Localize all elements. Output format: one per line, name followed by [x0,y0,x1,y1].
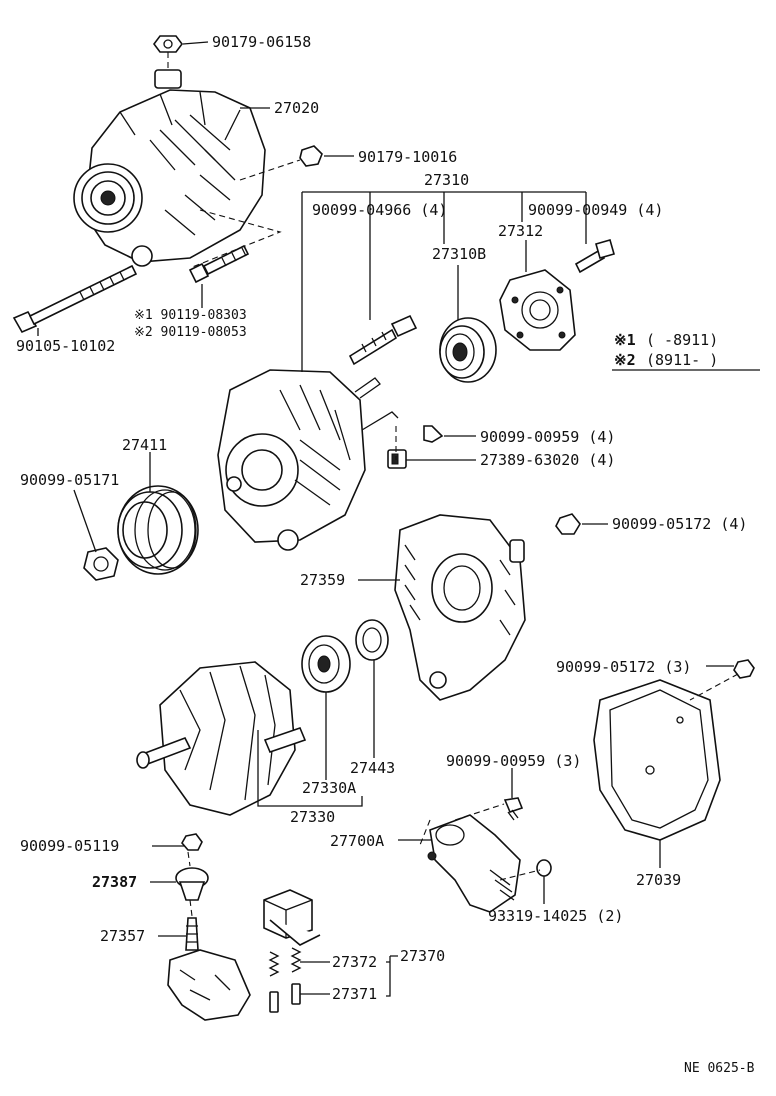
label-27357: 27357 [100,927,145,945]
nut-90179-06158 [153,35,183,53]
legend-note1-mark: ※1 [614,331,636,349]
rear-cover-27039 [593,679,721,841]
rotor-27330 [136,661,307,816]
nut-90179-10016 [299,145,323,167]
label-90099-05172-4: 90099-05172 (4) [612,515,747,533]
label-27359: 27359 [300,571,345,589]
nut-90099-05172-3 [733,659,755,679]
nut-90099-05171 [83,547,119,581]
label-90119-08303: ※1 90119-08303 [134,308,247,323]
brushes-27371 [269,983,301,1013]
bearing-27310B [439,317,497,383]
label-90119-08053: ※2 90119-08053 [134,325,247,340]
label-90099-05172-3: 90099-05172 (3) [556,658,691,676]
figure-code: NE 0625-B [684,1061,755,1076]
label-27330: 27330 [290,808,335,826]
screw-90099-00959-4 [423,425,444,443]
label-27330A: 27330A [302,779,356,797]
label-90099-00959-4: 90099-00959 (4) [480,428,615,446]
label-90099-00949: 90099-00949 (4) [528,201,663,219]
cover-27443 [355,619,389,661]
date-legend: ※1 ( -8911) ※2 (8911- ) [614,331,718,369]
label-27372: 27372 [332,953,377,971]
legend-note2-range: (8911- ) [646,351,718,369]
label-90099-05119: 90099-05119 [20,837,119,855]
label-27310B: 27310B [432,245,486,263]
stud-bolt-90099-04966 [348,314,418,366]
leader-lines [37,41,760,997]
label-27312: 27312 [498,222,543,240]
label-27039: 27039 [636,871,681,889]
bolt-90105-10102 [12,264,138,334]
drive-end-frame [217,369,399,551]
springs-27372 [268,947,302,977]
rectifier-holder-27357 [167,917,251,1021]
legend-note2-mark: ※2 [614,351,636,369]
label-27387: 27387 [92,873,137,891]
label-27700A: 27700A [330,832,384,850]
rectifier-end-frame-27359 [394,514,526,701]
label-90105-10102: 90105-10102 [16,337,115,355]
insulator-27389-63020 [387,449,407,469]
label-90099-05171: 90099-05171 [20,471,119,489]
label-90099-04966: 90099-04966 (4) [312,201,447,219]
regulator-27700A [427,814,521,913]
label-93319-14025: 93319-14025 (2) [488,907,623,925]
bolt-90119-08303 [188,244,250,284]
label-90179-06158: 90179-06158 [212,33,311,51]
part-labels: 90179-06158 27020 90179-10016 27310 9009… [16,33,747,1003]
retainer-plate-27312 [499,269,576,351]
nut-90099-05172-4 [555,513,581,535]
label-90179-10016: 90179-10016 [358,148,457,166]
nut-90099-05119 [181,833,203,851]
label-27310: 27310 [424,171,469,189]
screw-93319-14025 [536,859,552,877]
label-27020: 27020 [274,99,319,117]
label-27443: 27443 [350,759,395,777]
legend-note1-range: ( -8911) [646,331,718,349]
insulator-27387 [175,867,209,901]
label-27389-63020: 27389-63020 (4) [480,451,615,469]
alternator-assembly-drawing [73,69,266,267]
label-27371: 27371 [332,985,377,1003]
bearing-27330A [301,635,351,693]
label-27411: 27411 [122,436,167,454]
label-90099-00959-3: 90099-00959 (3) [446,752,581,770]
pulley-27411 [117,485,199,575]
screw-90099-00959-3 [503,797,524,821]
brush-holder-27370 [263,889,321,946]
screw-90099-00949 [574,239,615,274]
label-27370: 27370 [400,947,445,965]
